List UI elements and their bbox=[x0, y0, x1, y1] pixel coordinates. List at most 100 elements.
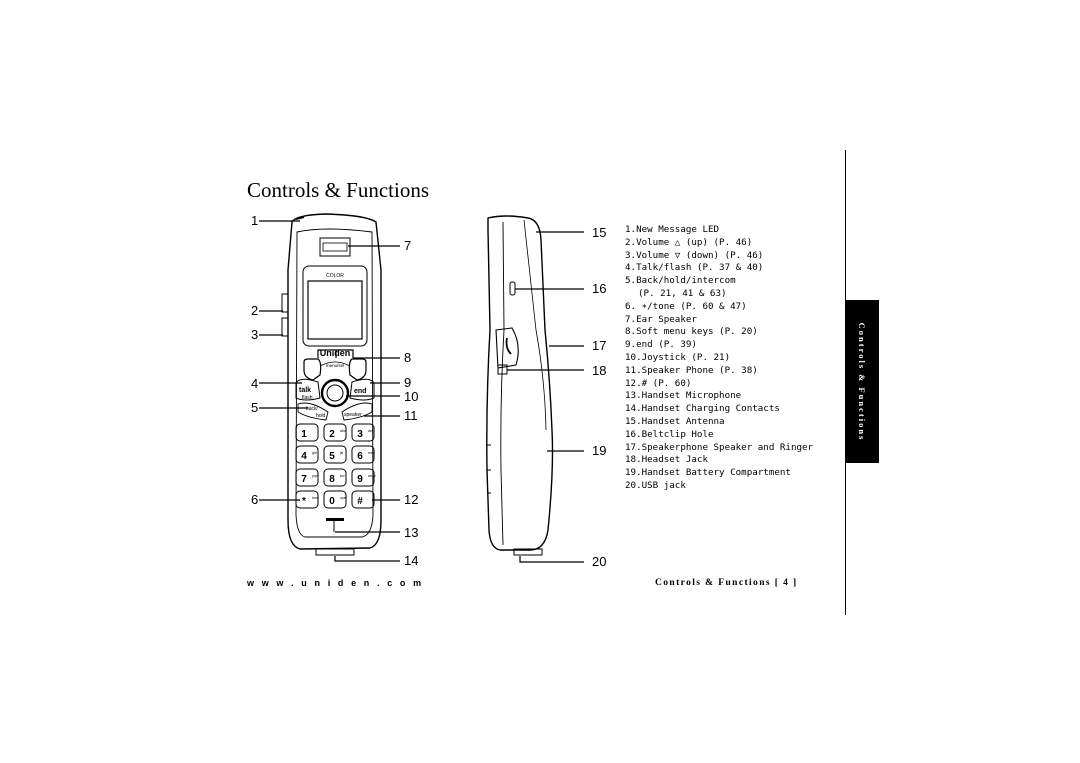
control-item: 19.Handset Battery Compartment bbox=[625, 467, 791, 479]
keypad-key bbox=[295, 468, 319, 487]
control-item: 7.Ear Speaker bbox=[625, 313, 697, 325]
control-item: 3.Volume ▽ (down) (P. 46) bbox=[625, 249, 764, 261]
softkey-right bbox=[348, 358, 367, 381]
side-speaker bbox=[495, 327, 519, 369]
footer-page-label: Controls & Functions [ 4 ] bbox=[655, 578, 798, 588]
display-screen bbox=[307, 280, 363, 340]
control-item: 6. ∗/tone (P. 60 & 47) bbox=[625, 300, 747, 312]
brand-logo: Uniden bbox=[320, 348, 351, 358]
page-title: Controls & Functions bbox=[247, 178, 430, 202]
beltclip-hole bbox=[509, 281, 516, 296]
control-item: 8.Soft menu keys (P. 20) bbox=[625, 326, 758, 338]
callout-number: 1 bbox=[251, 213, 258, 228]
callout-number: 18 bbox=[592, 363, 606, 378]
keypad-key bbox=[351, 445, 375, 464]
svg-text:talk: talk bbox=[299, 387, 311, 394]
keypad-key bbox=[351, 423, 375, 442]
keypad-key-digit: 9 bbox=[357, 474, 363, 485]
control-item: 20.USB jack bbox=[625, 479, 686, 491]
softkey-left bbox=[303, 358, 322, 381]
keypad-key-letters: def bbox=[368, 429, 373, 433]
keypad-key-digit: 8 bbox=[329, 474, 335, 485]
callout-number: 9 bbox=[404, 375, 411, 390]
handset-side-body bbox=[486, 215, 554, 551]
svg-text:back/: back/ bbox=[306, 406, 319, 412]
control-item: 16.Beltclip Hole bbox=[625, 428, 714, 440]
ear-speaker-slot bbox=[322, 242, 348, 252]
callout-number: 7 bbox=[404, 238, 411, 253]
control-item: 13.Handset Microphone bbox=[625, 390, 742, 402]
keypad-key-letters: ghi bbox=[312, 451, 317, 455]
callout-number: 8 bbox=[404, 350, 411, 365]
handset-front-body bbox=[287, 213, 382, 550]
control-item: 11.Speaker Phone (P. 38) bbox=[625, 364, 758, 376]
callout-number: 10 bbox=[404, 389, 418, 404]
microphone bbox=[326, 518, 344, 521]
keypad-key bbox=[351, 468, 375, 487]
keypad-key-letters: jkl bbox=[339, 451, 344, 455]
keypad-key-digit: # bbox=[357, 496, 363, 507]
callout-number: 15 bbox=[592, 225, 606, 240]
callout-number: 5 bbox=[251, 400, 258, 415]
section-tab: Controls & Functions bbox=[845, 300, 879, 463]
keypad-key-digit: 0 bbox=[329, 496, 335, 507]
keypad-key bbox=[295, 423, 319, 442]
footer-url: w w w . u n i d e n . c o m bbox=[247, 578, 424, 588]
callout-number: 20 bbox=[592, 554, 606, 569]
keypad-key-letters: mno bbox=[368, 451, 375, 455]
callout-number: 13 bbox=[404, 525, 418, 540]
ear-speaker bbox=[319, 237, 351, 257]
svg-text:hold: hold bbox=[316, 413, 326, 419]
callout-number: 4 bbox=[251, 376, 258, 391]
control-item: 1.New Message LED bbox=[625, 224, 720, 235]
keypad-key-digit: 7 bbox=[301, 474, 307, 485]
control-item: 15.Handset Antenna bbox=[625, 415, 725, 427]
keypad-key-letters: pqrs bbox=[312, 474, 319, 478]
charging-contacts bbox=[315, 548, 355, 556]
keypad-key-digit: * bbox=[302, 496, 306, 507]
callout-number: 12 bbox=[404, 492, 418, 507]
softkey-label: menu/sel bbox=[326, 363, 344, 368]
svg-text:end: end bbox=[354, 388, 366, 395]
keypad-key bbox=[323, 468, 347, 487]
keypad-key-letters: tone bbox=[312, 496, 319, 500]
control-item: 9.end (P. 39) bbox=[625, 339, 697, 351]
svg-text:flash: flash bbox=[302, 395, 313, 401]
end-key bbox=[349, 378, 375, 401]
volume-up-button bbox=[281, 293, 289, 313]
callout-number: 2 bbox=[251, 303, 258, 318]
handset-front-inner bbox=[295, 228, 374, 538]
control-item: 5.Back/hold/intercom bbox=[625, 275, 736, 287]
keypad-key bbox=[295, 445, 319, 464]
callout-number: 3 bbox=[251, 327, 258, 342]
control-item: 18.Headset Jack bbox=[625, 454, 708, 466]
keypad-key-digit: 1 bbox=[301, 429, 307, 440]
side-inner-line bbox=[500, 221, 505, 546]
control-item: (P. 21, 41 & 63) bbox=[638, 287, 727, 299]
keypad-key-letters: wxyz bbox=[368, 474, 376, 478]
callout-number: 19 bbox=[592, 443, 606, 458]
keypad-key-digit: 6 bbox=[357, 451, 363, 462]
callout-number: 14 bbox=[404, 553, 418, 568]
message-led bbox=[295, 216, 305, 220]
keypad-key bbox=[323, 445, 347, 464]
keypad-key bbox=[323, 490, 347, 509]
keypad-key-digit: 5 bbox=[329, 451, 335, 462]
keypad-key bbox=[323, 423, 347, 442]
keypad-key-letters: tuv bbox=[340, 474, 345, 478]
callout-number: 17 bbox=[592, 338, 606, 353]
keypad-key-digit: 2 bbox=[329, 429, 335, 440]
callout-number: 6 bbox=[251, 492, 258, 507]
volume-down-button bbox=[281, 317, 289, 337]
display-frame bbox=[302, 265, 368, 347]
control-item: 17.Speakerphone Speaker and Ringer bbox=[625, 441, 814, 453]
keypad-key bbox=[351, 490, 375, 509]
callout-number: 16 bbox=[592, 281, 606, 296]
keypad-key-digit: 3 bbox=[357, 429, 363, 440]
keypad-key-letters: abc bbox=[340, 429, 346, 433]
talk-key bbox=[295, 378, 321, 401]
control-item: 10.Joystick (P. 21) bbox=[625, 351, 731, 363]
